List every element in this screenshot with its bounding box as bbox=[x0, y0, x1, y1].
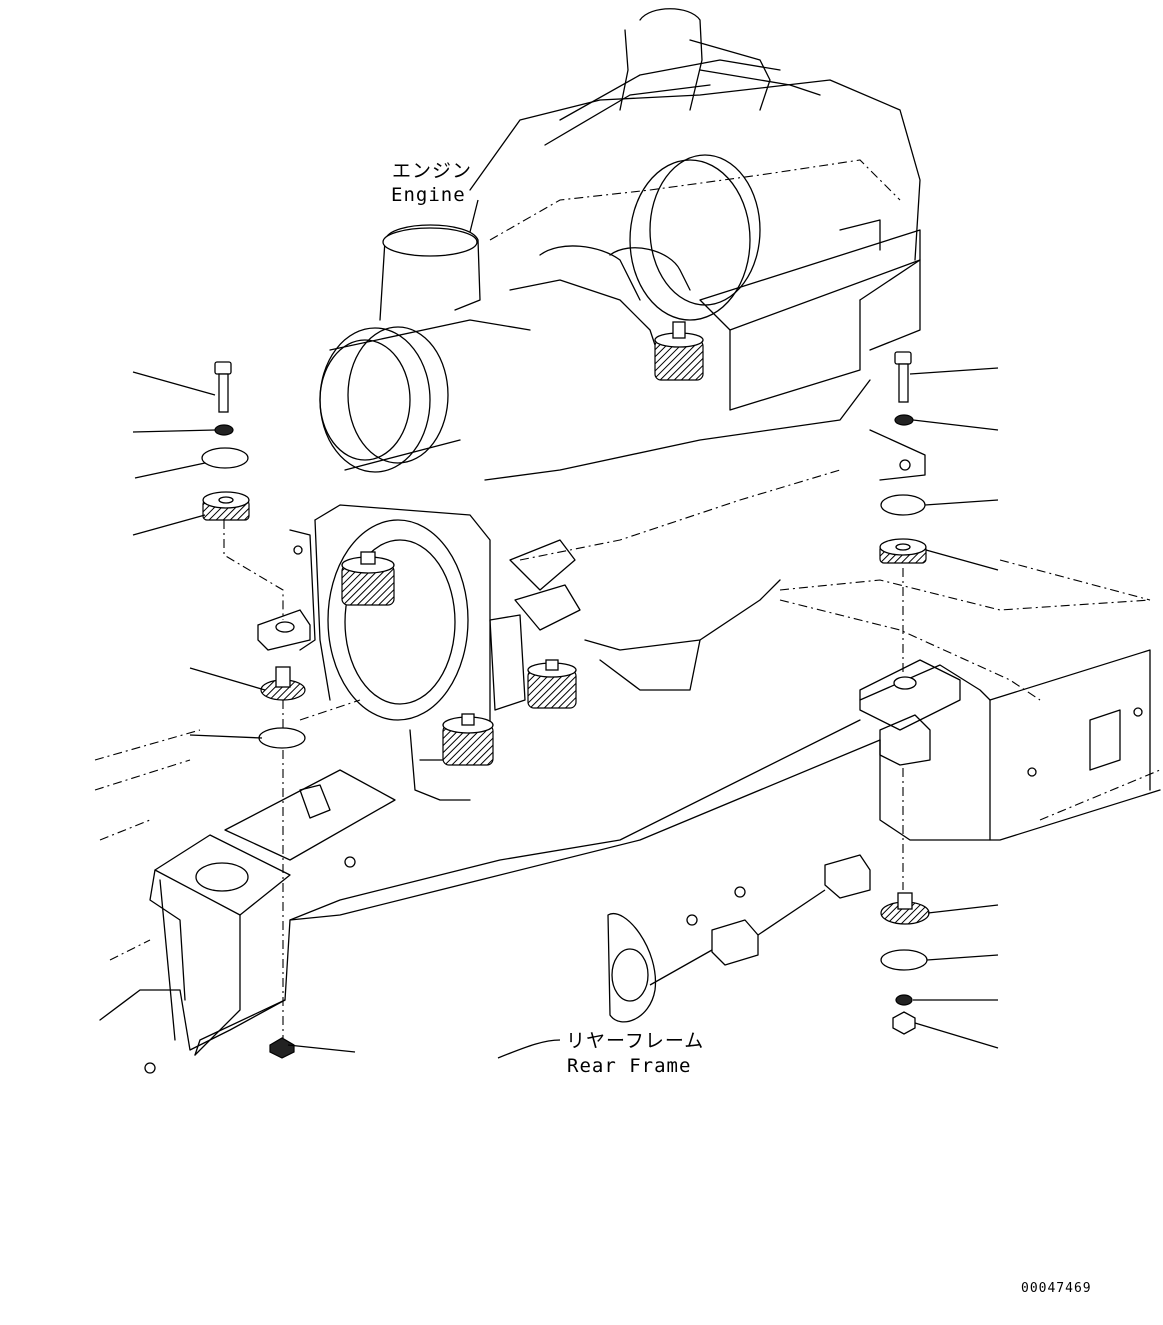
exploded-parts-left bbox=[201, 361, 311, 1059]
exploded-parts-right bbox=[879, 351, 930, 1035]
rear-frame-label-jp: リヤーフレーム bbox=[566, 1030, 704, 1052]
washer-left bbox=[201, 447, 249, 469]
washer-right bbox=[880, 494, 926, 516]
engine-label-jp: エンジン bbox=[392, 160, 472, 182]
spring-washer-right bbox=[894, 414, 914, 426]
mount-cushion-left bbox=[341, 551, 395, 606]
nut-left bbox=[269, 1037, 295, 1059]
spring-washer-left bbox=[214, 424, 234, 436]
cushion-lower-right bbox=[880, 892, 930, 925]
callout-leaders bbox=[132, 199, 999, 1059]
mount-cushion-lower bbox=[442, 713, 494, 766]
bolt-left bbox=[214, 361, 232, 413]
document-number: 00047469 bbox=[1021, 1281, 1092, 1296]
rear-frame-label-en: Rear Frame bbox=[567, 1055, 691, 1077]
mount-cushion-upper bbox=[654, 321, 704, 381]
rear-frame-drawing bbox=[94, 559, 1161, 1074]
cushion-lower-left bbox=[260, 666, 306, 701]
bolt-right bbox=[894, 351, 912, 403]
mount-cushion-center bbox=[527, 659, 577, 709]
washer-lower-right bbox=[880, 949, 928, 971]
engine-drawing bbox=[289, 8, 926, 801]
cushion-upper-right bbox=[879, 538, 927, 564]
installed-mount-cushions bbox=[341, 321, 704, 766]
washer-lower-left bbox=[258, 727, 306, 749]
nut-right bbox=[892, 1011, 916, 1035]
cushion-upper-left bbox=[202, 491, 250, 521]
engine-label-en: Engine bbox=[391, 184, 466, 206]
spring-washer-lower-right bbox=[895, 994, 913, 1006]
